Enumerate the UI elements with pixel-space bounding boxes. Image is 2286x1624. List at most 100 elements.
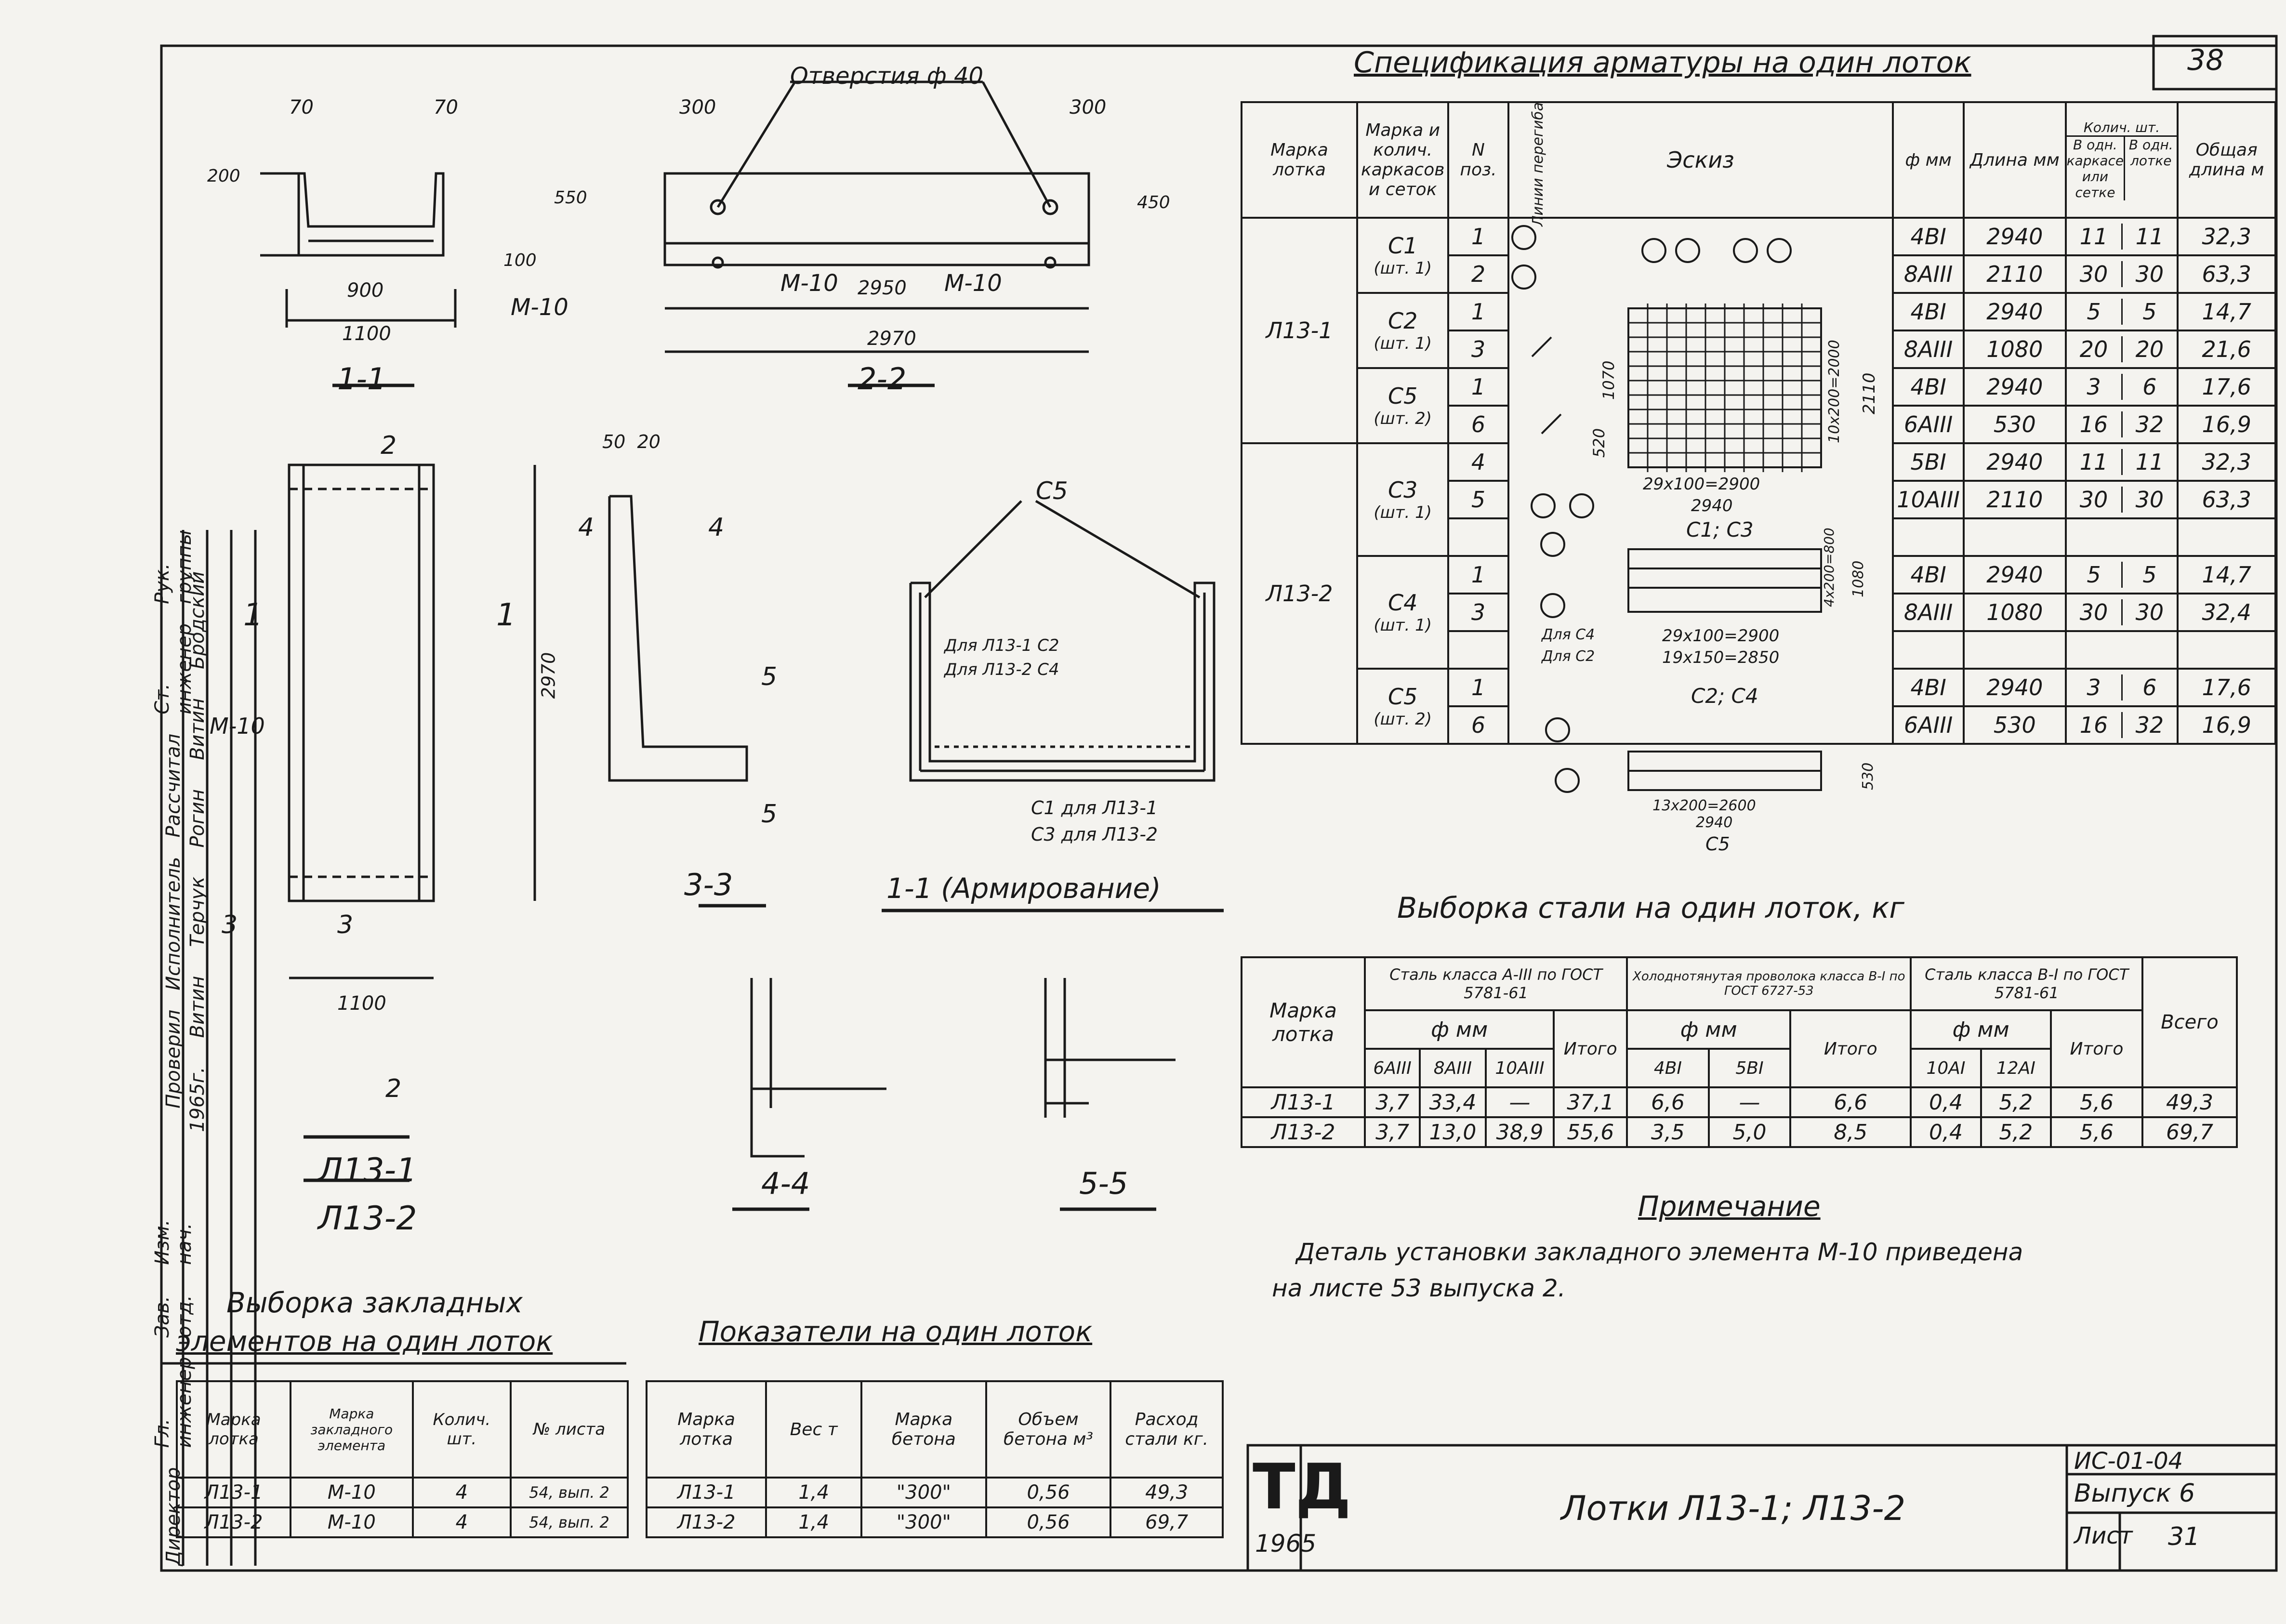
spec-cell-total: 16,9 xyxy=(2177,405,2276,444)
spec-cell-q1: 11 xyxy=(2067,449,2123,475)
arrow-3-left: 3 xyxy=(222,911,238,939)
sketch-c1c3: С1; С3 xyxy=(1686,518,1754,541)
ind-h-steel: Расход стали кг. xyxy=(1110,1380,1224,1479)
sidebar-s4: Директор xyxy=(162,1467,185,1566)
spec-frame-name: С2 xyxy=(1388,308,1418,334)
steel-cell: — xyxy=(1707,1086,1792,1118)
section-2-2-label: 2-2 xyxy=(858,361,907,396)
steel-h-c9: 12АI xyxy=(1980,1048,2052,1088)
ind-cell-volume: 0,56 xyxy=(985,1506,1112,1538)
spec-frame-qty: (шт. 2) xyxy=(1374,409,1432,428)
spec-cell-len: 2940 xyxy=(1963,367,2067,407)
ind-cell-concrete: "300" xyxy=(860,1477,987,1508)
spec-cell-pos: 4 xyxy=(1447,442,1509,482)
spec-cell-total: 63,3 xyxy=(2177,254,2276,294)
steel-h-mm3: ф мм xyxy=(1910,1009,2052,1050)
spec-cell-q2: 11 xyxy=(2135,449,2164,475)
spec-title: Спецификация арматуры на один лоток xyxy=(1354,46,1971,79)
spec-table: Марка лотка Марка и колич. каркасов и се… xyxy=(1241,101,2276,745)
spec-cell-q2: 32 xyxy=(2135,411,2164,437)
spec-row xyxy=(1242,517,2276,557)
plan-mark-1: Л13-1 xyxy=(318,1151,417,1189)
spec-cell-dia: 5ВI xyxy=(1892,442,1965,482)
spec-cell-total: 63,3 xyxy=(2177,480,2276,519)
spec-cell-dia: 4ВI xyxy=(1892,555,1965,594)
spec-h-qty-frame: В одн. каркасе или сетке xyxy=(2067,137,2126,200)
steel-cell: 3,7 xyxy=(1363,1116,1421,1148)
steel-cell: 5,6 xyxy=(2049,1116,2144,1148)
spec-frame-name: С1 xyxy=(1388,233,1418,259)
emb-h-el: Марка закладного элемента xyxy=(290,1380,414,1479)
spec-cell-len: 2940 xyxy=(1963,555,2067,594)
sketch-s9: 29х100=2900 xyxy=(1662,626,1780,646)
steel-table: Марка лотка Сталь класса А-III по ГОСТ 5… xyxy=(1241,956,2238,1148)
steel-h-c3: 10АIII xyxy=(1484,1048,1555,1088)
spec-cell-q1: 3 xyxy=(2067,674,2123,700)
spec-cell-frame: С3(шт. 1) xyxy=(1356,442,1450,557)
sketch-s15: 530 xyxy=(1860,762,1876,790)
ind-cell-steel: 49,3 xyxy=(1110,1477,1224,1508)
arrow-4: 4 xyxy=(578,513,595,542)
spec-cell-qty: 11 11 xyxy=(2064,442,2179,482)
spec-cell-total: 14,7 xyxy=(2177,292,2276,331)
spec-cell-q1: 16 xyxy=(2067,411,2123,437)
indicators-title: Показатели на один лоток xyxy=(699,1315,1093,1348)
dim-2970-plan: 2970 xyxy=(538,652,559,699)
spec-h-pos: N поз. xyxy=(1447,101,1509,219)
sketch-s6: 520 xyxy=(1590,428,1608,458)
spec-frame-qty: (шт. 1) xyxy=(1374,503,1432,522)
steel-cell-mark: Л13-2 xyxy=(1241,1116,1366,1148)
steel-h-total: Всего xyxy=(2141,956,2238,1088)
spec-cell-q1: 20 xyxy=(2067,336,2123,362)
sidebar-year: 1965г. xyxy=(186,1067,209,1132)
spec-cell-q1: 30 xyxy=(2067,261,2123,287)
spec-cell-q1: 5 xyxy=(2067,299,2123,325)
sidebar-s2: Зав. отд. xyxy=(151,1295,196,1338)
ind-cell-mark: Л13-1 xyxy=(645,1477,767,1508)
spec-cell-total: 16,9 xyxy=(2177,705,2276,745)
steel-h-g2: Холоднотянутая проволока класса В-I по Г… xyxy=(1626,956,1912,1011)
spec-cell-qty xyxy=(2064,517,2179,557)
spec-cell-pos: 1 xyxy=(1447,668,1509,707)
spec-cell-q2: 5 xyxy=(2142,562,2157,588)
spec-cell-dia: 4ВI xyxy=(1892,668,1965,707)
emb-cell-sheet: 54, вып. 2 xyxy=(510,1506,629,1538)
dim-70-left: 70 xyxy=(289,96,314,119)
m10-label-plan: М-10 xyxy=(210,713,265,739)
ind-h-volume: Объем бетона м³ xyxy=(985,1380,1112,1479)
ind-h-mark: Марка лотка xyxy=(645,1380,767,1479)
spec-cell-dia: 4ВI xyxy=(1892,367,1965,407)
spec-cell-total: 32,3 xyxy=(2177,217,2276,256)
spec-h-dia: ф мм xyxy=(1892,101,1965,219)
spec-cell-len: 530 xyxy=(1963,405,2067,444)
steel-cell: 0,4 xyxy=(1910,1086,1982,1118)
steel-cell: 3,7 xyxy=(1363,1086,1421,1118)
arrow-2-bottom: 2 xyxy=(385,1074,402,1103)
m10-label-b: М-10 xyxy=(780,270,838,297)
spec-cell-q1: 30 xyxy=(2067,487,2123,513)
arrow-5b: 5 xyxy=(761,800,778,829)
m10-label-a: М-10 xyxy=(511,294,568,321)
sketch-s14: 2940 xyxy=(1696,814,1733,831)
emb-h-mark: Марка лотка xyxy=(175,1380,292,1479)
spec-cell-q2: 5 xyxy=(2142,299,2157,325)
steel-cell: 13,0 xyxy=(1419,1116,1487,1148)
sketch-s1: 29х100=2900 xyxy=(1643,475,1760,494)
spec-cell-dia: 4ВI xyxy=(1892,292,1965,331)
note-title: Примечание xyxy=(1638,1190,1821,1223)
spec-cell-len: 2940 xyxy=(1963,292,2067,331)
